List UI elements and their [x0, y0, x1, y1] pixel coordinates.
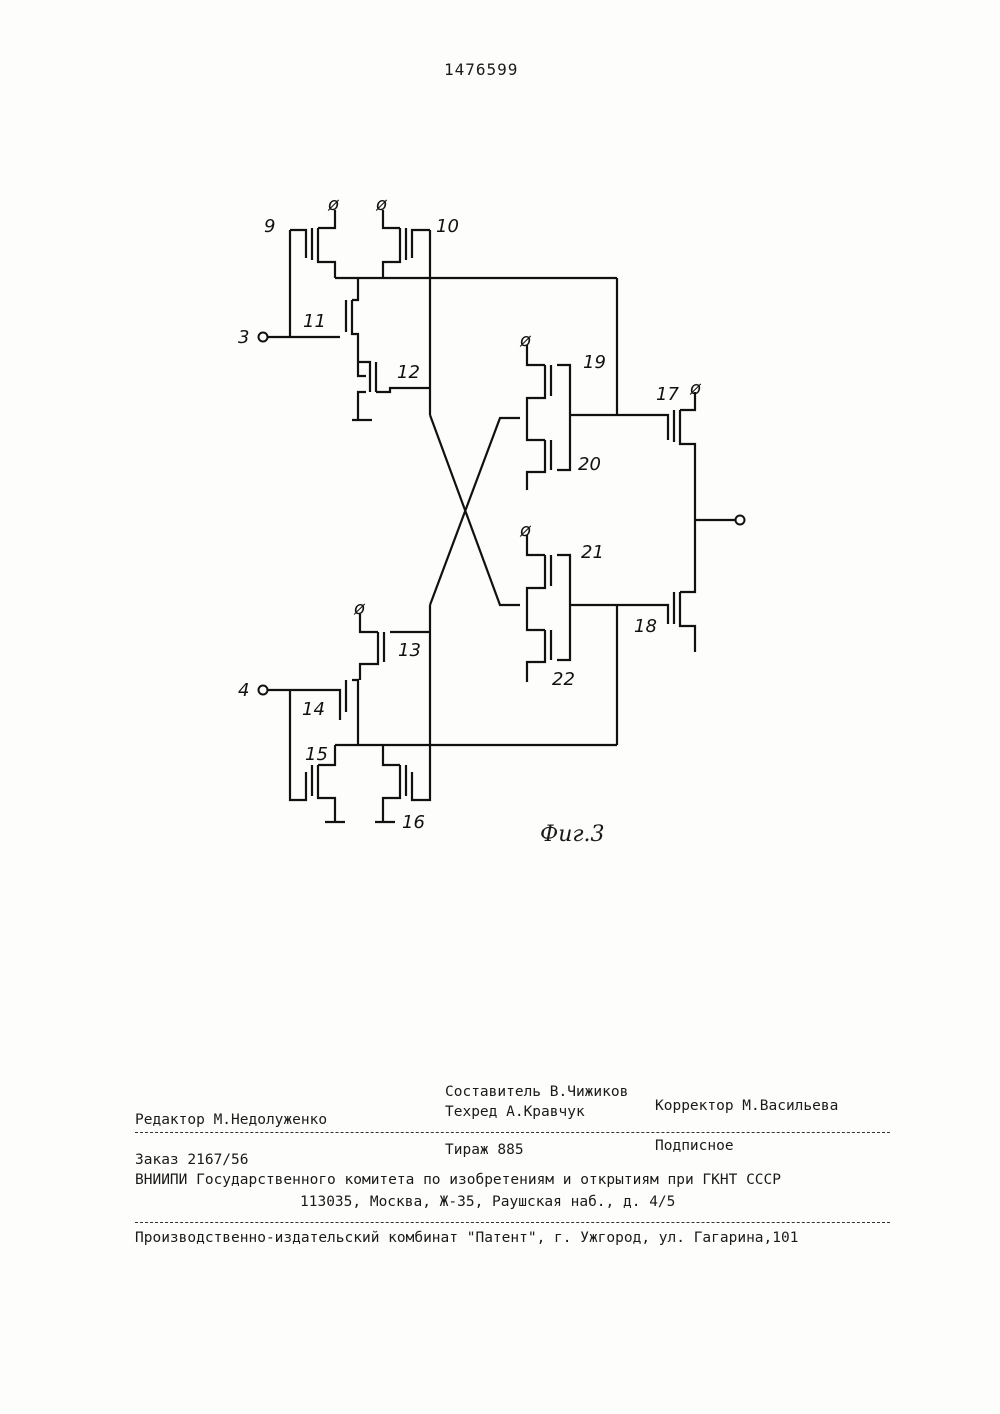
printer: Производственно-издательский комбинат "П… — [135, 1230, 798, 1246]
terminal-3-pin — [259, 333, 268, 342]
output-pin — [736, 516, 745, 525]
label-13: 13 — [398, 640, 421, 661]
supply-symbols: ø ø ø ø ø ø — [327, 194, 702, 619]
supply-symbol-9: ø — [327, 194, 340, 215]
label-19: 19 — [583, 352, 606, 373]
org-line-1: ВНИИПИ Государственного комитета по изоб… — [135, 1172, 781, 1188]
label-22: 22 — [552, 669, 575, 690]
label-12: 12 — [397, 362, 420, 383]
divider-1 — [135, 1132, 890, 1133]
compiler: Составитель В.Чижиков — [445, 1084, 628, 1100]
label-17: 17 — [656, 384, 679, 405]
label-14: 14 — [302, 699, 325, 720]
editor: Редактор М.Недолуженко — [135, 1112, 327, 1128]
supply-symbol-13: ø — [353, 598, 366, 619]
terminal-label-4: 4 — [238, 680, 249, 701]
terminal-label-3: 3 — [238, 327, 249, 348]
label-18: 18 — [634, 616, 657, 637]
label-16: 16 — [402, 812, 425, 833]
circulation: Тираж 885 — [445, 1142, 524, 1158]
figure-caption: Фиг.3 — [540, 822, 605, 847]
order: Заказ 2167/56 — [135, 1152, 249, 1168]
label-11: 11 — [303, 311, 326, 332]
corrector: Корректор М.Васильева — [655, 1098, 838, 1114]
supply-symbol-21: ø — [519, 520, 532, 541]
supply-symbol-10: ø — [375, 194, 388, 215]
label-20: 20 — [578, 454, 601, 475]
circuit-wires — [268, 210, 735, 822]
terminal-4-pin — [259, 686, 268, 695]
circuit-diagram: ø ø ø ø ø ø 3 4 9 10 11 12 13 14 15 16 1… — [0, 0, 1000, 900]
subscription: Подписное — [655, 1138, 734, 1154]
techred: Техред А.Кравчук — [445, 1104, 585, 1120]
label-9: 9 — [264, 216, 275, 237]
supply-symbol-17: ø — [689, 378, 702, 399]
supply-symbol-19: ø — [519, 330, 532, 351]
divider-2 — [135, 1222, 890, 1223]
org-line-2: 113035, Москва, Ж-35, Раушская наб., д. … — [300, 1194, 675, 1210]
label-21: 21 — [581, 542, 604, 563]
label-15: 15 — [305, 744, 328, 765]
label-10: 10 — [436, 216, 459, 237]
